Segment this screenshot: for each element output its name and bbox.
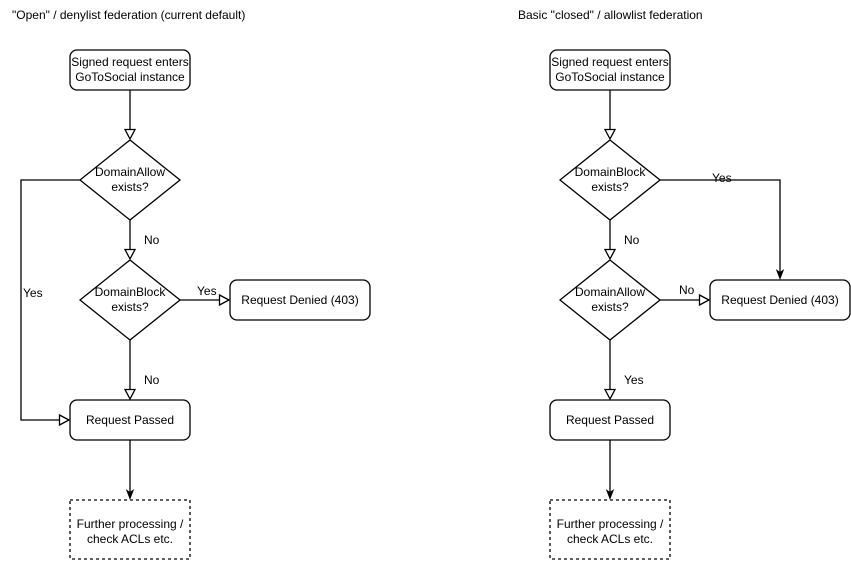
open-arrowhead bbox=[603, 388, 617, 401]
right-decision1-label-line2: exists? bbox=[591, 180, 629, 194]
right-label-decision2-yes: Yes bbox=[624, 373, 644, 387]
left-decision1-label-line1: DomainAllow bbox=[95, 165, 165, 179]
right-passed-label: Request Passed bbox=[566, 413, 654, 427]
right-label-decision2-no: No bbox=[679, 283, 695, 297]
left-start-label-line2: GoToSocial instance bbox=[75, 70, 185, 84]
right-title: Basic "closed" / allowlist federation bbox=[518, 8, 703, 22]
right-further-label-line1: Further processing / bbox=[557, 517, 664, 531]
left-flowchart: "Open" / denylist federation (current de… bbox=[12, 8, 371, 560]
right-edge-decision1-denied bbox=[660, 179, 781, 272]
left-start-label-line1: Signed request enters bbox=[71, 55, 188, 69]
left-label-decision1-no: No bbox=[144, 233, 160, 247]
left-title: "Open" / denylist federation (current de… bbox=[12, 8, 245, 22]
left-denied-label: Request Denied (403) bbox=[241, 293, 358, 307]
solid-arrowhead bbox=[605, 489, 615, 500]
solid-arrowhead bbox=[125, 489, 135, 500]
open-arrowhead bbox=[603, 248, 617, 261]
left-label-decision2-no: No bbox=[144, 373, 160, 387]
left-further-label-line1: Further processing / bbox=[77, 517, 184, 531]
right-start-label-line1: Signed request enters bbox=[551, 55, 668, 69]
left-label-decision2-yes: Yes bbox=[197, 284, 217, 298]
left-further-label-line2: check ACLs etc. bbox=[87, 532, 173, 546]
open-arrowhead bbox=[123, 248, 137, 261]
right-flowchart: Basic "closed" / allowlist federation Si… bbox=[518, 8, 851, 560]
open-arrowhead bbox=[603, 128, 617, 141]
left-decision2-label-line2: exists? bbox=[111, 300, 149, 314]
right-decision1-label-line1: DomainBlock bbox=[575, 165, 647, 179]
left-further-node bbox=[69, 499, 191, 560]
right-further-label-line2: check ACLs etc. bbox=[567, 532, 653, 546]
right-label-decision1-yes: Yes bbox=[712, 171, 732, 185]
left-edge-decision1-yes-loop bbox=[20, 179, 80, 421]
open-arrowhead bbox=[123, 128, 137, 141]
left-passed-label: Request Passed bbox=[86, 413, 174, 427]
left-label-decision1-yes: Yes bbox=[23, 286, 43, 300]
solid-arrowhead bbox=[775, 269, 785, 280]
open-arrowhead bbox=[58, 413, 71, 427]
open-arrowhead bbox=[218, 293, 231, 307]
right-decision2-label-line1: DomainAllow bbox=[575, 285, 645, 299]
left-denied-node bbox=[229, 279, 371, 321]
left-decision2-label-line1: DomainBlock bbox=[95, 285, 167, 299]
right-denied-label: Request Denied (403) bbox=[721, 293, 838, 307]
left-decision1-label-line2: exists? bbox=[111, 180, 149, 194]
open-arrowhead bbox=[698, 293, 711, 307]
right-decision2-label-line2: exists? bbox=[591, 300, 629, 314]
right-further-node bbox=[549, 499, 671, 560]
right-label-decision1-no: No bbox=[624, 233, 640, 247]
open-arrowhead bbox=[123, 388, 137, 401]
right-denied-node bbox=[709, 279, 851, 321]
right-start-label-line2: GoToSocial instance bbox=[555, 70, 665, 84]
